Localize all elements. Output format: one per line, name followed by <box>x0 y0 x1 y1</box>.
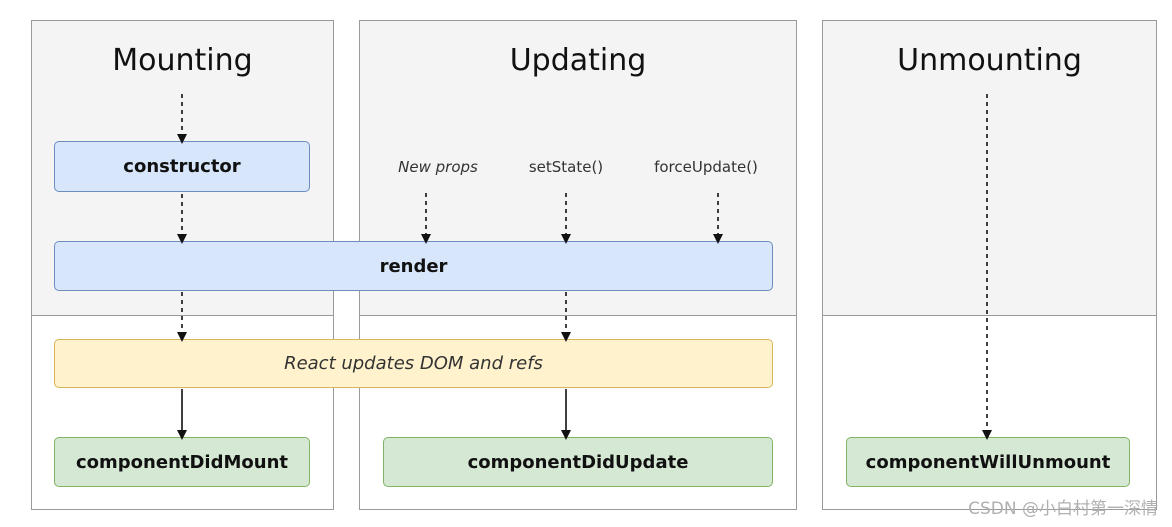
unmounting-column: Unmounting <box>822 20 1157 510</box>
render-phase-shade <box>823 21 1156 316</box>
watermark: CSDN @小白村第一深情 <box>968 499 1158 519</box>
constructor-box: constructor <box>54 141 310 192</box>
render-box: render <box>54 241 773 291</box>
component-did-mount-box: componentDidMount <box>54 437 310 487</box>
dom-update-box: React updates DOM and refs <box>54 339 773 388</box>
unmounting-title: Unmounting <box>897 43 1082 78</box>
set-state-label: setState() <box>528 158 604 176</box>
force-update-label: forceUpdate() <box>654 158 758 176</box>
new-props-label: New props <box>398 158 478 176</box>
updating-title: Updating <box>509 43 647 78</box>
component-did-update-box: componentDidUpdate <box>383 437 773 487</box>
mounting-title: Mounting <box>112 43 253 78</box>
component-will-unmount-box: componentWillUnmount <box>846 437 1130 487</box>
